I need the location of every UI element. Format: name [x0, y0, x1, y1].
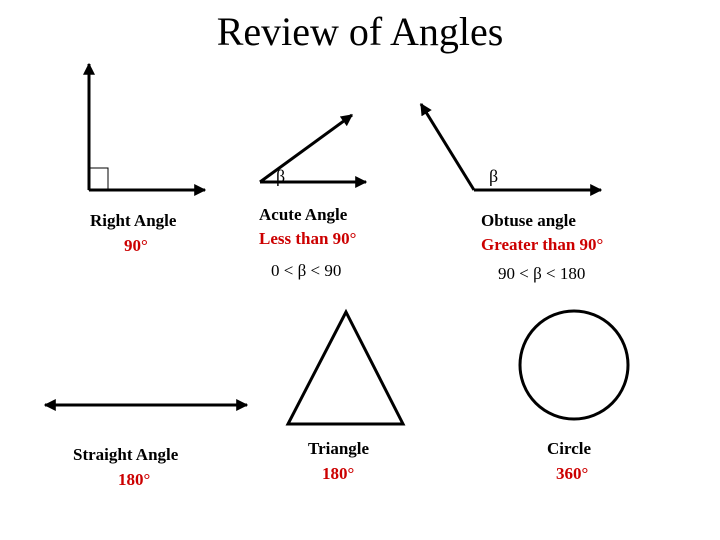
acute-angle-value: Less than 90° [259, 229, 357, 248]
right-angle-value: 90° [124, 236, 148, 255]
obtuse-angle-range: 90 < β < 180 [498, 264, 586, 283]
acute-angle-figure [259, 113, 368, 188]
circle-label: Circle [547, 439, 592, 458]
obtuse-angle-figure [419, 102, 603, 196]
right-angle-marker [88, 167, 109, 191]
straight-angle-value: 180° [118, 470, 151, 489]
acute-beta-symbol: β [276, 166, 286, 186]
triangle-label: Triangle [308, 439, 370, 458]
obtuse-angle-value: Greater than 90° [481, 235, 604, 254]
circle-shape [518, 309, 630, 421]
triangle-value: 180° [322, 464, 355, 483]
acute-angle-range: 0 < β < 90 [271, 261, 342, 280]
page-title: Review of Angles [216, 9, 504, 54]
obtuse-angle-label: Obtuse angle [481, 211, 576, 230]
right-angle-figure [83, 62, 207, 196]
circle-value: 360° [556, 464, 589, 483]
obtuse-beta-symbol: β [489, 166, 499, 186]
triangle-shape [285, 308, 406, 426]
right-angle-label: Right Angle [90, 211, 177, 230]
acute-angle-label: Acute Angle [259, 205, 348, 224]
straight-angle-label: Straight Angle [73, 445, 179, 464]
